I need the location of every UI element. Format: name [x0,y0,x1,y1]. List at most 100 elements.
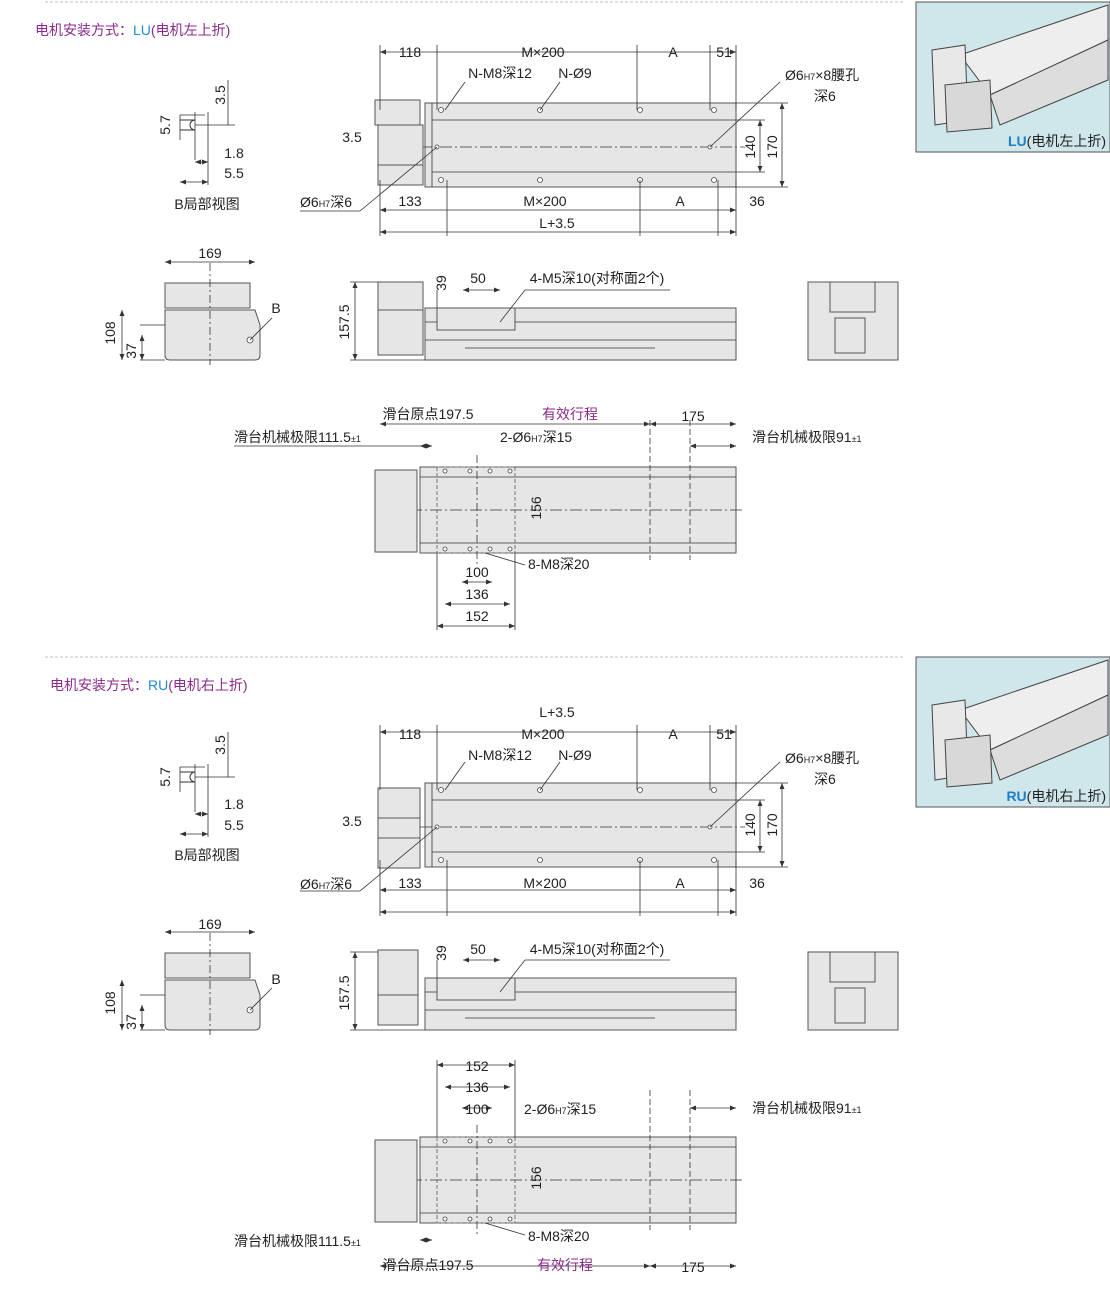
dim-39: 39 [433,945,449,961]
dim-50: 50 [470,270,486,286]
b-detail-label: B局部视图 [174,196,239,212]
dim-36: 36 [749,875,765,891]
dim-line-108-arrows [119,980,125,1030]
callout-slot: Ø6H7×8腰孔 [785,750,859,766]
leader-line [444,761,466,791]
b-detail-dim-arrows [195,159,208,165]
b-detail-dim-arrows [180,179,208,185]
b-detail-slot [180,119,196,131]
section-lu: 电机安装方式：LU(电机左上折) LU(电机左上折) 118 M×200 A 5… [35,22,1106,624]
end-view-motor [164,952,251,979]
dim-3-5: 3.5 [212,85,228,105]
motor-flange [377,994,419,1026]
dim-118: 118 [399,726,422,742]
mount-hole [438,177,444,183]
mount-hole [537,857,543,863]
callout-slot-depth: 深6 [814,771,836,787]
leader-line [359,826,438,892]
dim-152: 152 [465,1058,489,1074]
mount-hole [711,177,717,183]
actuator-illustration-part [989,39,1109,126]
section-title: 电机安装方式：RU(电机右上折) [50,677,248,693]
actuator-illustration [931,4,1109,133]
mount-hole [637,787,643,793]
top-view-dims: L+3.5 118 M×200 A 51 N-M8深12 N-Ø9 Ø6H7×8… [300,704,859,892]
side-view-dims: 157.5 39 50 4-M5深10(对称面2个) [336,270,664,340]
callout-m8: 8-M8深20 [528,1228,590,1244]
mount-hole [487,468,493,474]
leader-line [484,1222,526,1236]
dim-51: 51 [716,44,732,60]
leader-line [249,987,273,1011]
leader-line [709,761,781,828]
dim-m200-bottom: M×200 [523,193,566,209]
dim-157-5: 157.5 [336,975,352,1010]
dim-a-bottom: A [675,875,685,891]
dim-3-5: 3.5 [342,813,362,829]
mount-hole [442,546,448,552]
dim-line-37-arrows [139,335,145,360]
dim-136: 136 [465,1079,489,1095]
right-end-motor [829,281,876,313]
mount-hole [467,468,473,474]
dim-line-140-arrows [757,120,763,172]
mount-hole [711,107,717,113]
motor-bottom-view [374,1139,418,1223]
dim-37: 37 [123,343,139,359]
leader-line [499,959,526,993]
dim-156: 156 [528,1166,544,1190]
motor-flange [377,817,421,839]
slide-origin: 滑台原点197.5 [382,1257,473,1273]
mount-hole [438,787,444,793]
dim-3-5: 3.5 [342,129,362,145]
mount-hole [467,1138,473,1144]
dim-1-8: 1.8 [224,796,244,812]
actuator-illustration-part [989,694,1109,781]
mech-limit-right: 滑台机械极限91±1 [752,1100,862,1116]
motor-body [374,99,421,126]
b-detail-dim-arrows [195,811,208,817]
mount-hole [487,546,493,552]
callout-n-m8: N-M8深12 [468,65,532,81]
section-ru: 电机安装方式：RU(电机右上折) RU(电机右上折) L+3.5 118 M×2… [50,677,1106,1275]
end-plate [424,782,433,868]
mount-hole [507,546,513,552]
dim-170: 170 [764,135,780,159]
mount-hole [487,1138,493,1144]
dim-m200: M×200 [521,726,564,742]
leader-line [499,289,526,323]
b-detail-dim-arrows [180,831,208,837]
right-end-motor [829,951,876,983]
leader-line [249,317,273,341]
callout-slot: Ø6H7×8腰孔 [785,67,859,83]
b-detail-slot [180,771,196,783]
dim-1-8: 1.8 [224,145,244,161]
dim-5-5: 5.5 [224,165,244,181]
rail-top-view [431,102,737,188]
mount-hole [507,1216,513,1222]
rail-top-view [431,782,737,868]
b-detail-dims: 3.5 5.7 1.8 5.5 B局部视图 [157,85,244,212]
b-detail-label: B局部视图 [174,847,239,863]
drawing-shapes [45,1,1110,1269]
callout-n-m8: N-M8深12 [468,747,532,763]
dim-line-100-arrows [462,1105,492,1111]
label-b: B [271,300,280,316]
callout-pin: 2-Ø6H7深15 [524,1101,596,1117]
dim-line-100-arrows [462,579,492,585]
callout-m5: 4-M5深10(对称面2个) [530,270,665,286]
leader-line [539,81,561,111]
leader-line [444,81,466,111]
mount-hole [442,1138,448,1144]
mount-hole [487,1216,493,1222]
label-b: B [271,971,280,987]
leader-line [539,761,561,791]
mount-hole [467,1216,473,1222]
slider-block [436,977,516,1001]
motor-bottom-view [374,469,418,553]
bottom-view-dims: 152 136 100 2-Ø6H7深15 滑台机械极限91±1 156 8-M… [234,1058,862,1275]
mount-hole [507,468,513,474]
leader-line [484,552,526,566]
dim-37: 37 [123,1014,139,1030]
end-view-dims: 169 B 108 37 [102,245,281,359]
